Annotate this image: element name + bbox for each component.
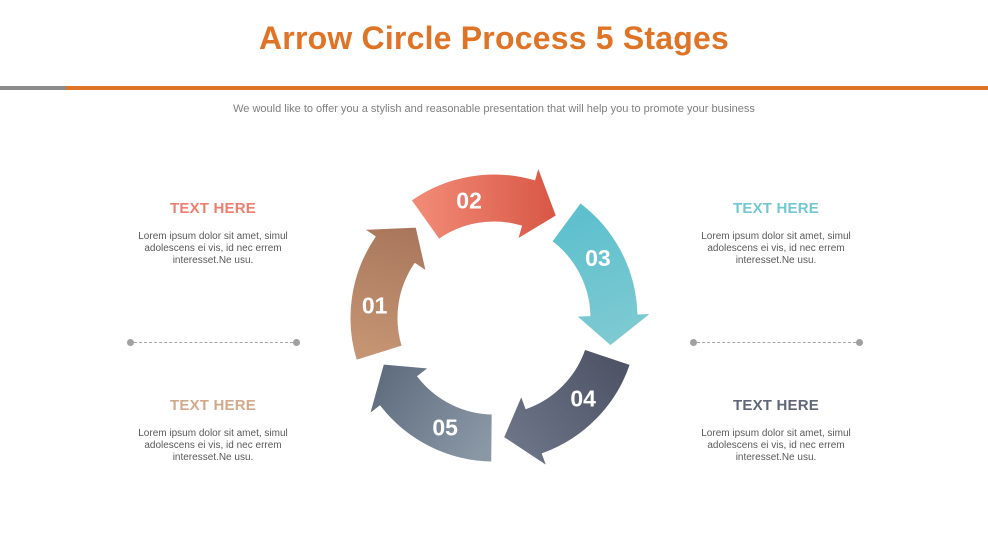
- text-block-line: interesset.Ne usu.: [735, 255, 817, 266]
- text-block-heading: TEXT HERE: [170, 200, 256, 217]
- text-block-body: Lorem ipsum dolor sit amet, simul adoles…: [691, 428, 861, 464]
- text-block-body: Lorem ipsum dolor sit amet, simul adoles…: [691, 231, 861, 267]
- stage-arrow-04: [500, 346, 634, 473]
- separator-dot: [690, 339, 697, 346]
- text-block-body: Lorem ipsum dolor sit amet, simul adoles…: [128, 428, 298, 464]
- text-block-line: Lorem ipsum dolor sit amet, simul: [138, 428, 288, 439]
- text-block-heading: TEXT HERE: [170, 397, 256, 414]
- text-block-line: adolescens ei vis, id nec errem: [707, 440, 845, 451]
- text-block-line: adolescens ei vis, id nec errem: [707, 243, 845, 254]
- text-block-line: adolescens ei vis, id nec errem: [144, 440, 282, 451]
- stage-arrow-05: [365, 361, 495, 465]
- stage-arrow-01: [347, 224, 431, 364]
- text-block-line: interesset.Ne usu.: [735, 452, 817, 463]
- stage-number-02: 02: [456, 188, 482, 214]
- page-subtitle: We would like to offer you a stylish and…: [233, 103, 755, 115]
- text-block-line: Lorem ipsum dolor sit amet, simul: [701, 428, 851, 439]
- stage-number-03: 03: [585, 245, 611, 271]
- separator-left: [127, 339, 300, 349]
- text-block-line: interesset.Ne usu.: [172, 452, 254, 463]
- stage-arrow-03: [548, 199, 659, 349]
- separator-dash: [134, 342, 293, 343]
- text-block-line: Lorem ipsum dolor sit amet, simul: [701, 231, 851, 242]
- text-block-top-left: TEXT HERE Lorem ipsum dolor sit amet, si…: [128, 200, 298, 267]
- text-block-bottom-right: TEXT HERE Lorem ipsum dolor sit amet, si…: [691, 397, 861, 464]
- text-block-body: Lorem ipsum dolor sit amet, simul adoles…: [128, 231, 298, 267]
- separator-right: [690, 339, 863, 349]
- text-block-top-right: TEXT HERE Lorem ipsum dolor sit amet, si…: [691, 200, 861, 267]
- page-title: Arrow Circle Process 5 Stages: [258, 20, 730, 56]
- text-block-line: adolescens ei vis, id nec errem: [144, 243, 282, 254]
- separator-dot: [127, 339, 134, 346]
- separator-dot: [293, 339, 300, 346]
- cycle-arrows: [347, 159, 659, 473]
- text-block-heading: TEXT HERE: [733, 397, 819, 414]
- stage-number-05: 05: [432, 415, 458, 441]
- cycle-labels: 01 02 03 04 05: [362, 188, 611, 441]
- separator-dash: [697, 342, 856, 343]
- title-rule-orange: [66, 86, 988, 90]
- stage-number-04: 04: [570, 385, 596, 411]
- text-block-line: Lorem ipsum dolor sit amet, simul: [138, 231, 288, 242]
- text-block-bottom-left: TEXT HERE Lorem ipsum dolor sit amet, si…: [128, 397, 298, 464]
- separator-dot: [856, 339, 863, 346]
- title-rule-gray: [0, 86, 66, 90]
- text-block-line: interesset.Ne usu.: [172, 255, 254, 266]
- stage-arrow-02: [407, 159, 560, 245]
- stage-number-01: 01: [362, 293, 388, 319]
- text-block-heading: TEXT HERE: [733, 200, 819, 217]
